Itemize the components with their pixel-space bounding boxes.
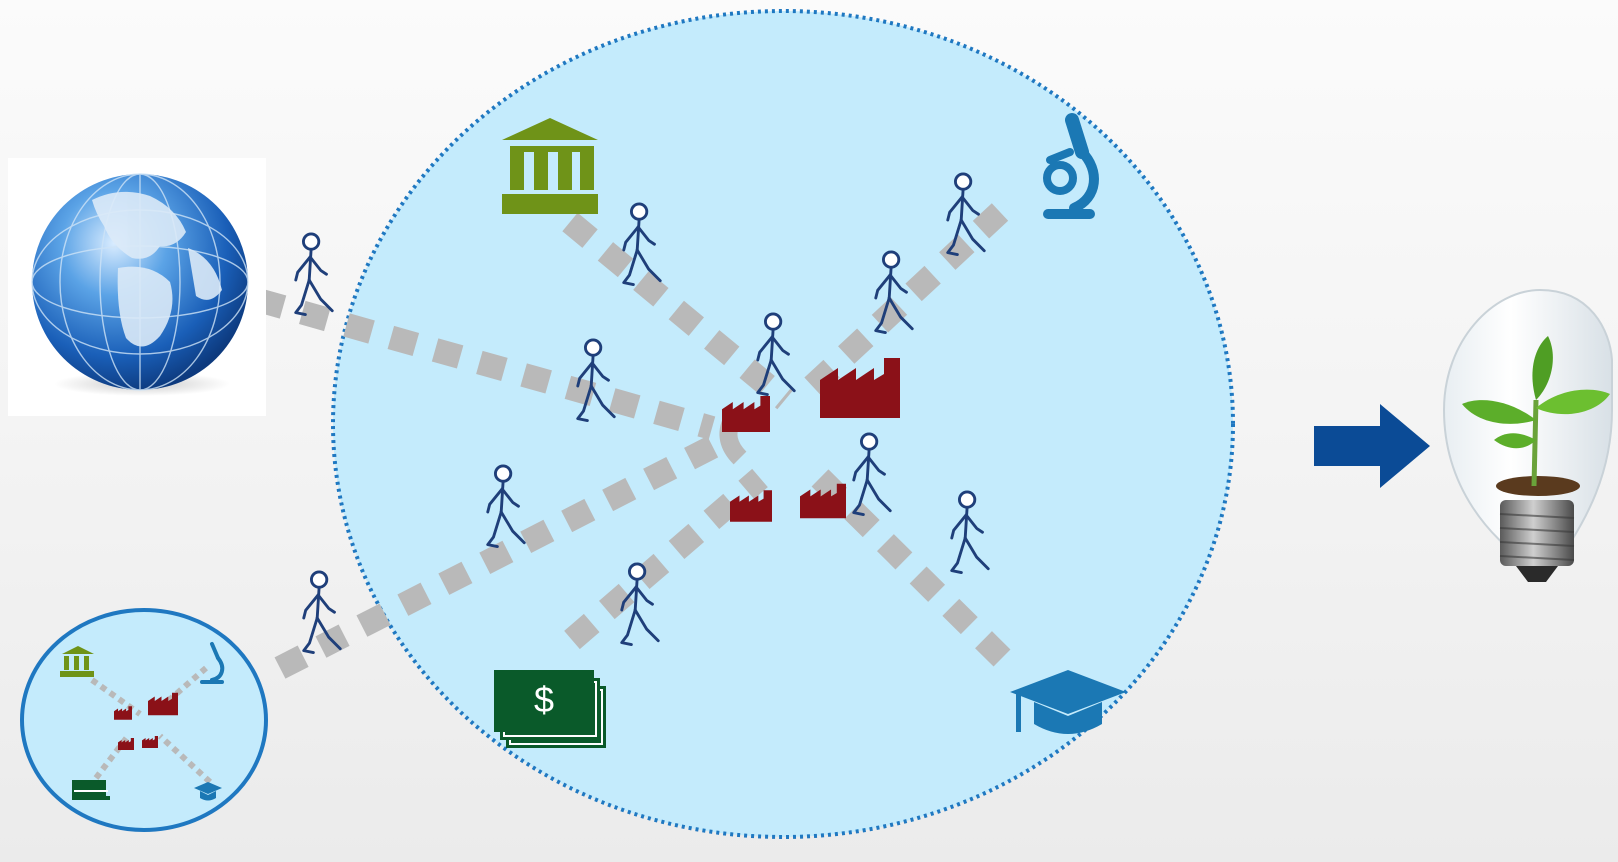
microscope-icon [200,642,225,684]
graduation-cap-icon [1010,670,1126,734]
connector-smallcluster-to-center [274,433,724,679]
money-stack-icon [72,780,110,800]
government-building-icon [60,646,94,677]
walking-person-icon [294,232,334,316]
graduation-cap-icon [194,782,222,801]
connector-globe-to-center [254,288,716,440]
currency-symbol: $ [534,679,554,720]
money-stack-icon: $ [494,670,606,748]
connector-government-to-center [562,212,793,410]
connector-lines [254,203,1011,679]
small-cluster [20,608,268,832]
right-arrow-icon [1314,404,1430,488]
globe-icon [8,158,266,416]
connector-finance-to-center [564,468,768,650]
lightbulb-plant-icon [1442,288,1613,582]
cluster-circle [331,9,1235,839]
small-cluster-circle [20,608,268,832]
microscope-icon [1043,113,1099,219]
government-building-icon [502,118,598,214]
